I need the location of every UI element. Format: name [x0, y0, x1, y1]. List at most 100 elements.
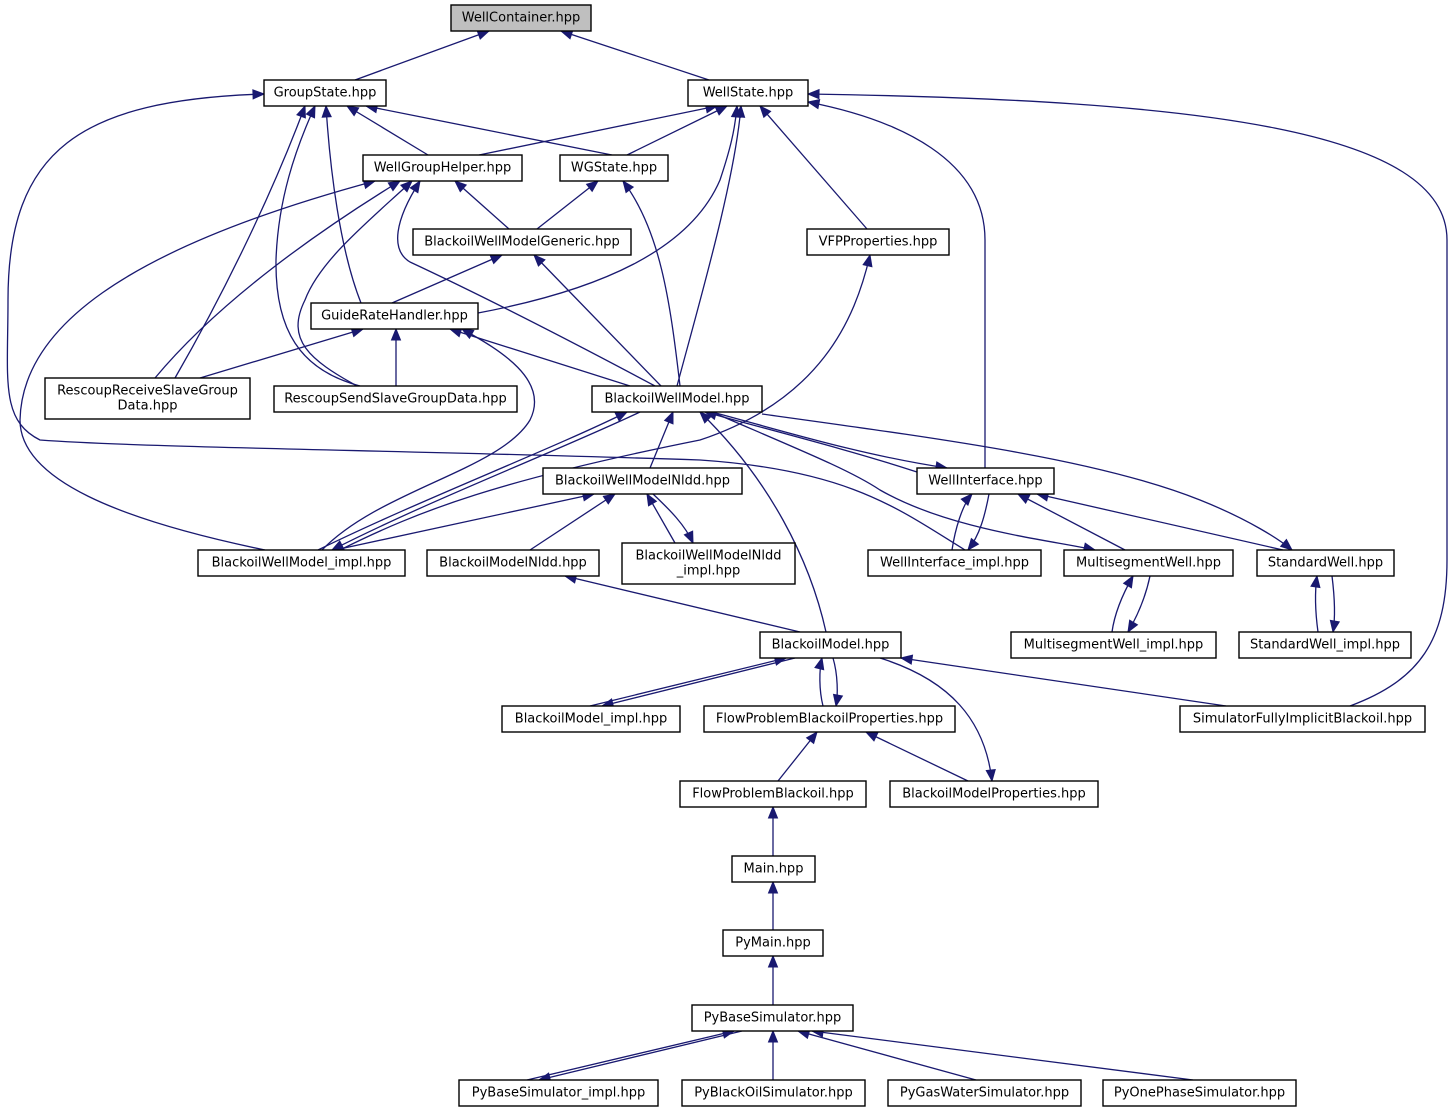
node-box[interactable]: [591, 385, 763, 413]
node-box[interactable]: [197, 549, 406, 577]
node-box[interactable]: [722, 929, 824, 957]
node-box[interactable]: [867, 549, 1042, 577]
node-box[interactable]: [310, 302, 479, 330]
node-blackoilwellmodelgeneric[interactable]: BlackoilWellModelGeneric.hpp: [412, 228, 632, 256]
node-label: WellContainer.hpp: [462, 11, 581, 26]
node-main[interactable]: Main.hpp: [731, 855, 816, 883]
arrowhead-icon: [1016, 493, 1031, 504]
edge-line: [699, 411, 827, 633]
edge-line: [811, 1030, 1194, 1081]
node-label: Main.hpp: [744, 862, 804, 877]
node-wellinterface[interactable]: WellInterface.hpp: [916, 467, 1055, 495]
node-box[interactable]: [458, 1079, 659, 1107]
node-box[interactable]: [1256, 549, 1395, 577]
arrowhead-icon: [390, 327, 402, 341]
arrowhead-icon: [864, 731, 879, 742]
node-blackoilmodelnldd[interactable]: BlackoilModelNldd.hpp: [426, 549, 600, 577]
node-wellinterface-impl[interactable]: WellInterface_impl.hpp: [867, 549, 1042, 577]
node-box[interactable]: [887, 1079, 1082, 1107]
arrowhead-icon: [476, 30, 491, 40]
node-pybasesimulator-impl[interactable]: PyBaseSimulator_impl.hpp: [458, 1079, 659, 1107]
node-box[interactable]: [273, 385, 518, 413]
node-pybasesimulator[interactable]: PyBaseSimulator.hpp: [691, 1004, 854, 1032]
node-box[interactable]: [559, 154, 669, 182]
edge-standardwell-to-standardwell_impl: [1329, 575, 1341, 634]
node-blackoilmodel[interactable]: BlackoilModel.hpp: [759, 631, 902, 659]
node-box[interactable]: [1102, 1079, 1297, 1107]
node-box[interactable]: [621, 542, 796, 585]
node-label: Data.hpp: [118, 399, 178, 414]
node-blackoilmodelproperties[interactable]: BlackoilModelProperties.hpp: [889, 780, 1099, 808]
arrowhead-icon: [767, 805, 779, 819]
node-groupstate[interactable]: GroupState.hpp: [263, 79, 387, 107]
edge-line: [174, 105, 306, 379]
edge-simulatorfullyimplicitblackoil-to-wellstate: [806, 88, 1448, 707]
edge-line: [589, 657, 787, 707]
node-flowproblemblackoilproperties[interactable]: FlowProblemBlackoilProperties.hpp: [703, 705, 956, 733]
node-blackoilmodel-impl[interactable]: BlackoilModel_impl.hpp: [501, 705, 681, 733]
node-standardwell[interactable]: StandardWell.hpp: [1256, 549, 1395, 577]
arrowhead-icon: [734, 104, 746, 118]
node-box[interactable]: [412, 228, 632, 256]
node-vfpproperties[interactable]: VFPProperties.hpp: [806, 228, 950, 256]
node-box[interactable]: [1238, 631, 1412, 659]
node-pymain[interactable]: PyMain.hpp: [722, 929, 824, 957]
node-label: MultisegmentWell_impl.hpp: [1024, 638, 1204, 653]
node-wgstate[interactable]: WGState.hpp: [559, 154, 669, 182]
node-wellcontainer[interactable]: WellContainer.hpp: [450, 4, 592, 32]
node-blackoilwellmodelnldd[interactable]: BlackoilWellModelNldd.hpp: [542, 467, 743, 495]
node-box[interactable]: [691, 1004, 854, 1032]
node-flowproblemblackoil[interactable]: FlowProblemBlackoil.hpp: [679, 780, 867, 808]
node-box[interactable]: [450, 4, 592, 32]
edge-line: [865, 731, 969, 782]
edge-line: [900, 657, 1227, 707]
node-box[interactable]: [681, 1079, 866, 1107]
node-wellstate[interactable]: WellState.hpp: [687, 79, 809, 107]
node-multisegmentwell-impl[interactable]: MultisegmentWell_impl.hpp: [1010, 631, 1217, 659]
edge-pyonephasesimulator-to-pybasesimulator: [810, 1027, 1194, 1081]
node-box[interactable]: [1179, 705, 1426, 733]
node-box[interactable]: [1063, 549, 1234, 577]
node-box[interactable]: [501, 705, 681, 733]
node-blackoilwellmodelnldd-impl[interactable]: BlackoilWellModelNldd_impl.hpp: [621, 542, 796, 585]
node-standardwell-impl[interactable]: StandardWell_impl.hpp: [1238, 631, 1412, 659]
node-box[interactable]: [44, 377, 251, 420]
edge-blackoilwellmodel-to-guideratehandler: [448, 327, 631, 387]
node-box[interactable]: [679, 780, 867, 808]
node-box[interactable]: [889, 780, 1099, 808]
node-label: PyMain.hpp: [735, 936, 810, 951]
node-label: RescoupReceiveSlaveGroup: [57, 384, 238, 399]
edge-line: [317, 411, 628, 551]
node-label: BlackoilModel_impl.hpp: [515, 712, 667, 727]
node-pyonephasesimulator[interactable]: PyOnePhaseSimulator.hpp: [1102, 1079, 1297, 1107]
node-simulatorfullyimplicitblackoil[interactable]: SimulatorFullyImplicitBlackoil.hpp: [1179, 705, 1426, 733]
node-box[interactable]: [806, 228, 950, 256]
node-wellgrouphelper[interactable]: WellGroupHelper.hpp: [362, 154, 523, 182]
node-box[interactable]: [426, 549, 600, 577]
node-blackoilwellmodel-impl[interactable]: BlackoilWellModel_impl.hpp: [197, 549, 406, 577]
edge-blackoilwellmodel_impl-to-vfpproperties: [339, 253, 873, 551]
node-box[interactable]: [759, 631, 902, 659]
edge-line: [397, 180, 656, 387]
node-pyblackoilsimulator[interactable]: PyBlackOilSimulator.hpp: [681, 1079, 866, 1107]
node-pygaswatersimulator[interactable]: PyGasWaterSimulator.hpp: [887, 1079, 1082, 1107]
edge-wellinterface-to-wellstate: [806, 99, 986, 468]
edge-blackoilwellmodel-to-blackoilwellmodelgeneric: [533, 254, 662, 387]
node-box[interactable]: [731, 855, 816, 883]
edge-flowproblemblackoilproperties-to-blackoilmodel: [814, 656, 825, 707]
node-box[interactable]: [703, 705, 956, 733]
node-box[interactable]: [687, 79, 809, 107]
node-box[interactable]: [263, 79, 387, 107]
node-blackoilwellmodel[interactable]: BlackoilWellModel.hpp: [591, 385, 763, 413]
node-box[interactable]: [916, 467, 1055, 495]
edge-line: [478, 105, 718, 156]
node-label: BlackoilWellModel_impl.hpp: [212, 556, 392, 571]
node-box[interactable]: [1010, 631, 1217, 659]
edge-pybasesimulator-to-pybasesimulator_impl: [537, 1030, 743, 1083]
node-box[interactable]: [362, 154, 523, 182]
node-rescoupsendslavegroupdata[interactable]: RescoupSendSlaveGroupData.hpp: [273, 385, 518, 413]
node-guideratehandler[interactable]: GuideRateHandler.hpp: [310, 302, 479, 330]
node-multisegmentwell[interactable]: MultisegmentWell.hpp: [1063, 549, 1234, 577]
node-box[interactable]: [542, 467, 743, 495]
